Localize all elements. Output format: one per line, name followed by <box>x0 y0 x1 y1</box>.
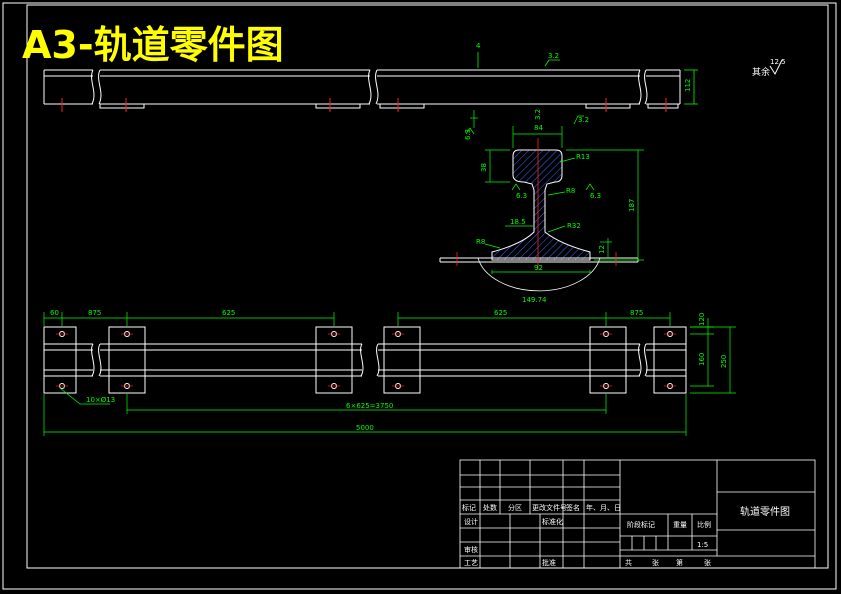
dim-radius-r13: R13 <box>576 153 590 161</box>
dim-foot-width: 92 <box>534 264 543 272</box>
tb-label-standard: 标准化 <box>542 517 563 526</box>
tb-label-scale: 比例 <box>697 520 711 529</box>
dim-head-width: 84 <box>534 124 543 132</box>
tb-label-approve: 批准 <box>542 558 556 567</box>
roughness-note-value: 12.5 <box>770 58 786 66</box>
tb-label-sheet-unit: 张 <box>704 558 711 567</box>
tb-scale-value: 1:5 <box>697 541 708 549</box>
title-block-text: 标记 处数 分区 更改文件号 签名 年、月、日 设计 标准化 审核 工艺 批准 … <box>462 503 790 567</box>
dim-head-height: 38 <box>480 163 488 172</box>
rail-cross-section <box>439 138 639 292</box>
top-view <box>43 69 681 109</box>
dim-head-angle: 3.2 <box>534 109 542 120</box>
dim-pitch: 6×625=3750 <box>346 402 393 410</box>
dim-top-small: 4 <box>476 42 481 50</box>
rough-mark-a: 6.3 <box>516 192 527 200</box>
tb-label-sheet-no: 第 <box>676 558 683 567</box>
tb-drawing-name: 轨道零件图 <box>740 505 790 518</box>
sheet-inner-border <box>26 4 829 569</box>
dim-bottom-c: 625 <box>222 309 235 317</box>
tb-label-zone: 分区 <box>508 503 522 512</box>
dim-bottom-e: 875 <box>630 309 643 317</box>
tb-label-stage-mark: 阶段标记 <box>627 520 655 529</box>
rough-mark-c: 3.2 <box>578 116 589 124</box>
dim-radius-r8: R8 <box>566 187 575 195</box>
dim-bottom-f: 120 <box>698 313 706 326</box>
dim-radius-r32: R32 <box>567 222 581 230</box>
dim-total-length: 5000 <box>356 424 374 432</box>
dim-arc-length: 149.74 <box>522 296 547 304</box>
tb-label-weight: 重量 <box>673 521 687 529</box>
dim-web: 18.5 <box>510 218 526 226</box>
top-view-dimensions <box>477 52 698 105</box>
dim-top-roughness: 3.2 <box>548 52 559 60</box>
tb-label-sheets-unit: 张 <box>652 558 659 567</box>
bottom-view-centerlines <box>56 333 676 387</box>
title-block <box>459 459 816 569</box>
bottom-view-dimensions <box>43 312 736 436</box>
tb-label-signature: 签名 <box>566 503 580 512</box>
dim-bottom-g: 160 <box>698 353 706 366</box>
tb-label-designer: 设计 <box>464 517 478 526</box>
sheet-title: A3-轨道零件图 <box>22 23 284 67</box>
dim-bottom-d: 625 <box>494 309 507 317</box>
tb-label-change-doc: 更改文件号 <box>532 503 567 512</box>
dim-bottom-b: 875 <box>88 309 101 317</box>
dim-left-small: 6.3 <box>464 129 472 140</box>
dim-bottom-a: 60 <box>50 309 59 317</box>
roughness-note-label: 其余 <box>752 66 770 78</box>
tb-label-process: 工艺 <box>464 559 478 567</box>
dim-radius-r8-foot: R8 <box>476 238 485 246</box>
rough-mark-b: 6.3 <box>590 192 601 200</box>
dim-foot-height: 12 <box>598 245 606 254</box>
bottom-view <box>43 326 687 394</box>
tb-label-review: 审核 <box>464 545 478 554</box>
dim-bottom-h: 250 <box>720 355 728 368</box>
tb-label-count: 处数 <box>483 503 497 512</box>
tb-label-date: 年、月、日 <box>586 503 621 512</box>
section-dimensions <box>465 110 644 274</box>
dim-top-height: 112 <box>684 79 692 92</box>
dim-total-height: 187 <box>628 199 636 212</box>
dim-holes: 10×Ø13 <box>86 396 115 404</box>
tb-label-mark: 标记 <box>462 503 476 512</box>
tb-label-sheets-total: 共 <box>625 558 632 567</box>
roughness-symbol-icon <box>769 59 783 76</box>
top-view-hole-centerlines <box>61 98 667 112</box>
